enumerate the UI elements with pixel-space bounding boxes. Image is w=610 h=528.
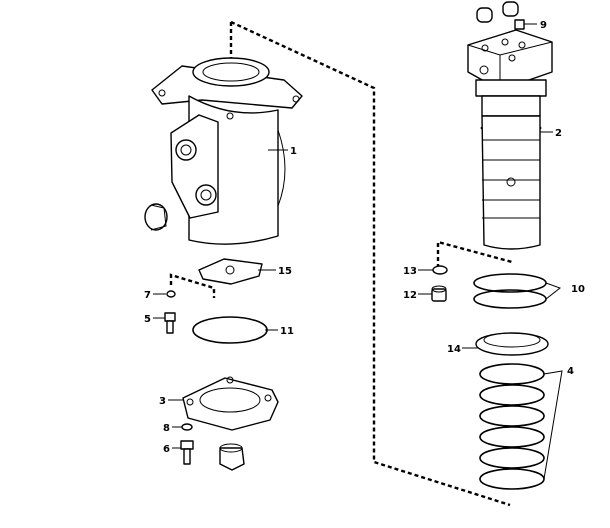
callout-11: 11: [280, 326, 294, 337]
part-8-washer: [181, 423, 193, 431]
part-5-bolt: [164, 312, 176, 334]
callout-12: 12: [403, 290, 417, 301]
dashed-assembly-line-main: [229, 20, 511, 507]
part-3-lower-cover: [182, 376, 279, 431]
part-2-valve-cartridge: [467, 29, 553, 250]
part-7-washer: [166, 290, 176, 298]
part-1-housing: [151, 57, 303, 245]
callout-2: 2: [555, 128, 562, 139]
part-10-seal-rings: [473, 273, 547, 309]
callout-13: 13: [403, 266, 417, 277]
part-6-bolt: [180, 440, 194, 465]
callout-8: 8: [163, 423, 170, 434]
callout-1: 1: [290, 146, 297, 157]
part-4-spring: [479, 363, 545, 490]
housing-plug: [144, 203, 168, 231]
callout-15: 15: [278, 266, 292, 277]
callout-7: 7: [144, 290, 151, 301]
part-15-plate: [198, 258, 263, 285]
part-9-caps: [476, 1, 525, 30]
callout-3: 3: [159, 396, 166, 407]
callout-10: 10: [571, 284, 585, 295]
part-14-spring-seat: [475, 332, 549, 356]
leader-4: [543, 370, 563, 480]
part-11-o-ring: [192, 316, 268, 344]
lower-fitting: [219, 443, 245, 471]
leader-10: [545, 282, 562, 300]
callout-4: 4: [567, 366, 574, 377]
dashed-assembly-line-left: [169, 273, 216, 298]
part-13-small-seal: [432, 265, 448, 275]
dashed-assembly-line-right: [436, 240, 513, 268]
part-12-bushing: [431, 285, 447, 302]
callout-5: 5: [144, 314, 151, 325]
callout-9: 9: [540, 20, 547, 31]
callout-14: 14: [447, 344, 461, 355]
callout-6: 6: [163, 444, 170, 455]
